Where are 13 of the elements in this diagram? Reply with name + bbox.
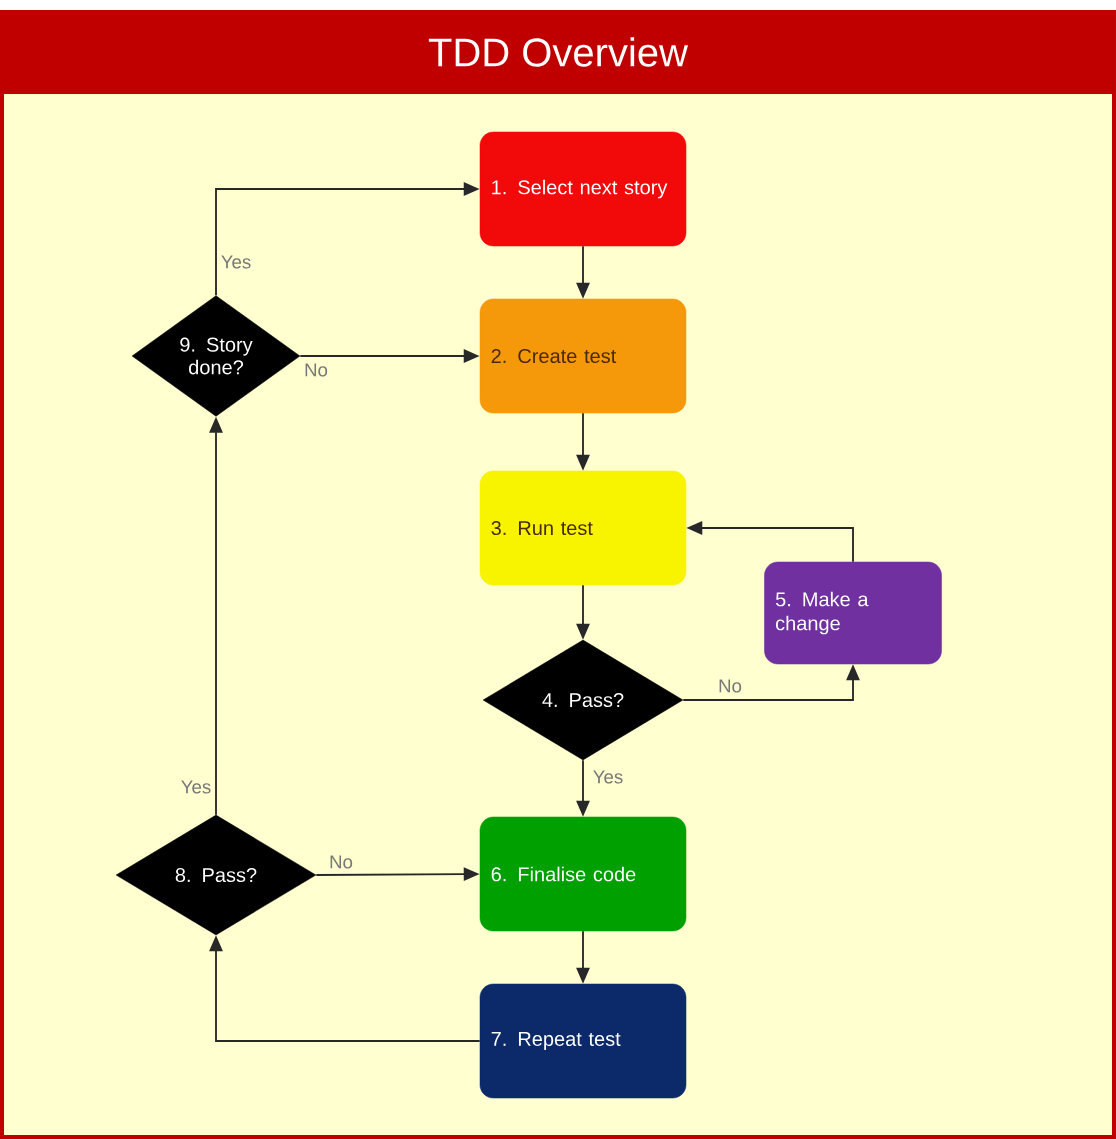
edge-label: No (719, 679, 742, 693)
process-box: 1. Select next story (479, 131, 687, 247)
edge-label: Yes (221, 255, 251, 269)
edge-label: Yes (181, 780, 211, 794)
process-box: 7. Repeat test (479, 983, 687, 1099)
edge-label: Yes (593, 770, 623, 784)
process-box: 2. Create test (479, 298, 687, 414)
process-box: 6. Finalise code (479, 816, 687, 932)
edge-label: No (305, 363, 328, 377)
process-box: 5. Make a change (764, 561, 942, 665)
edge-label: No (330, 855, 353, 869)
process-box: 3. Run test (479, 470, 687, 586)
title-banner: TDD Overview (4, 10, 1112, 94)
